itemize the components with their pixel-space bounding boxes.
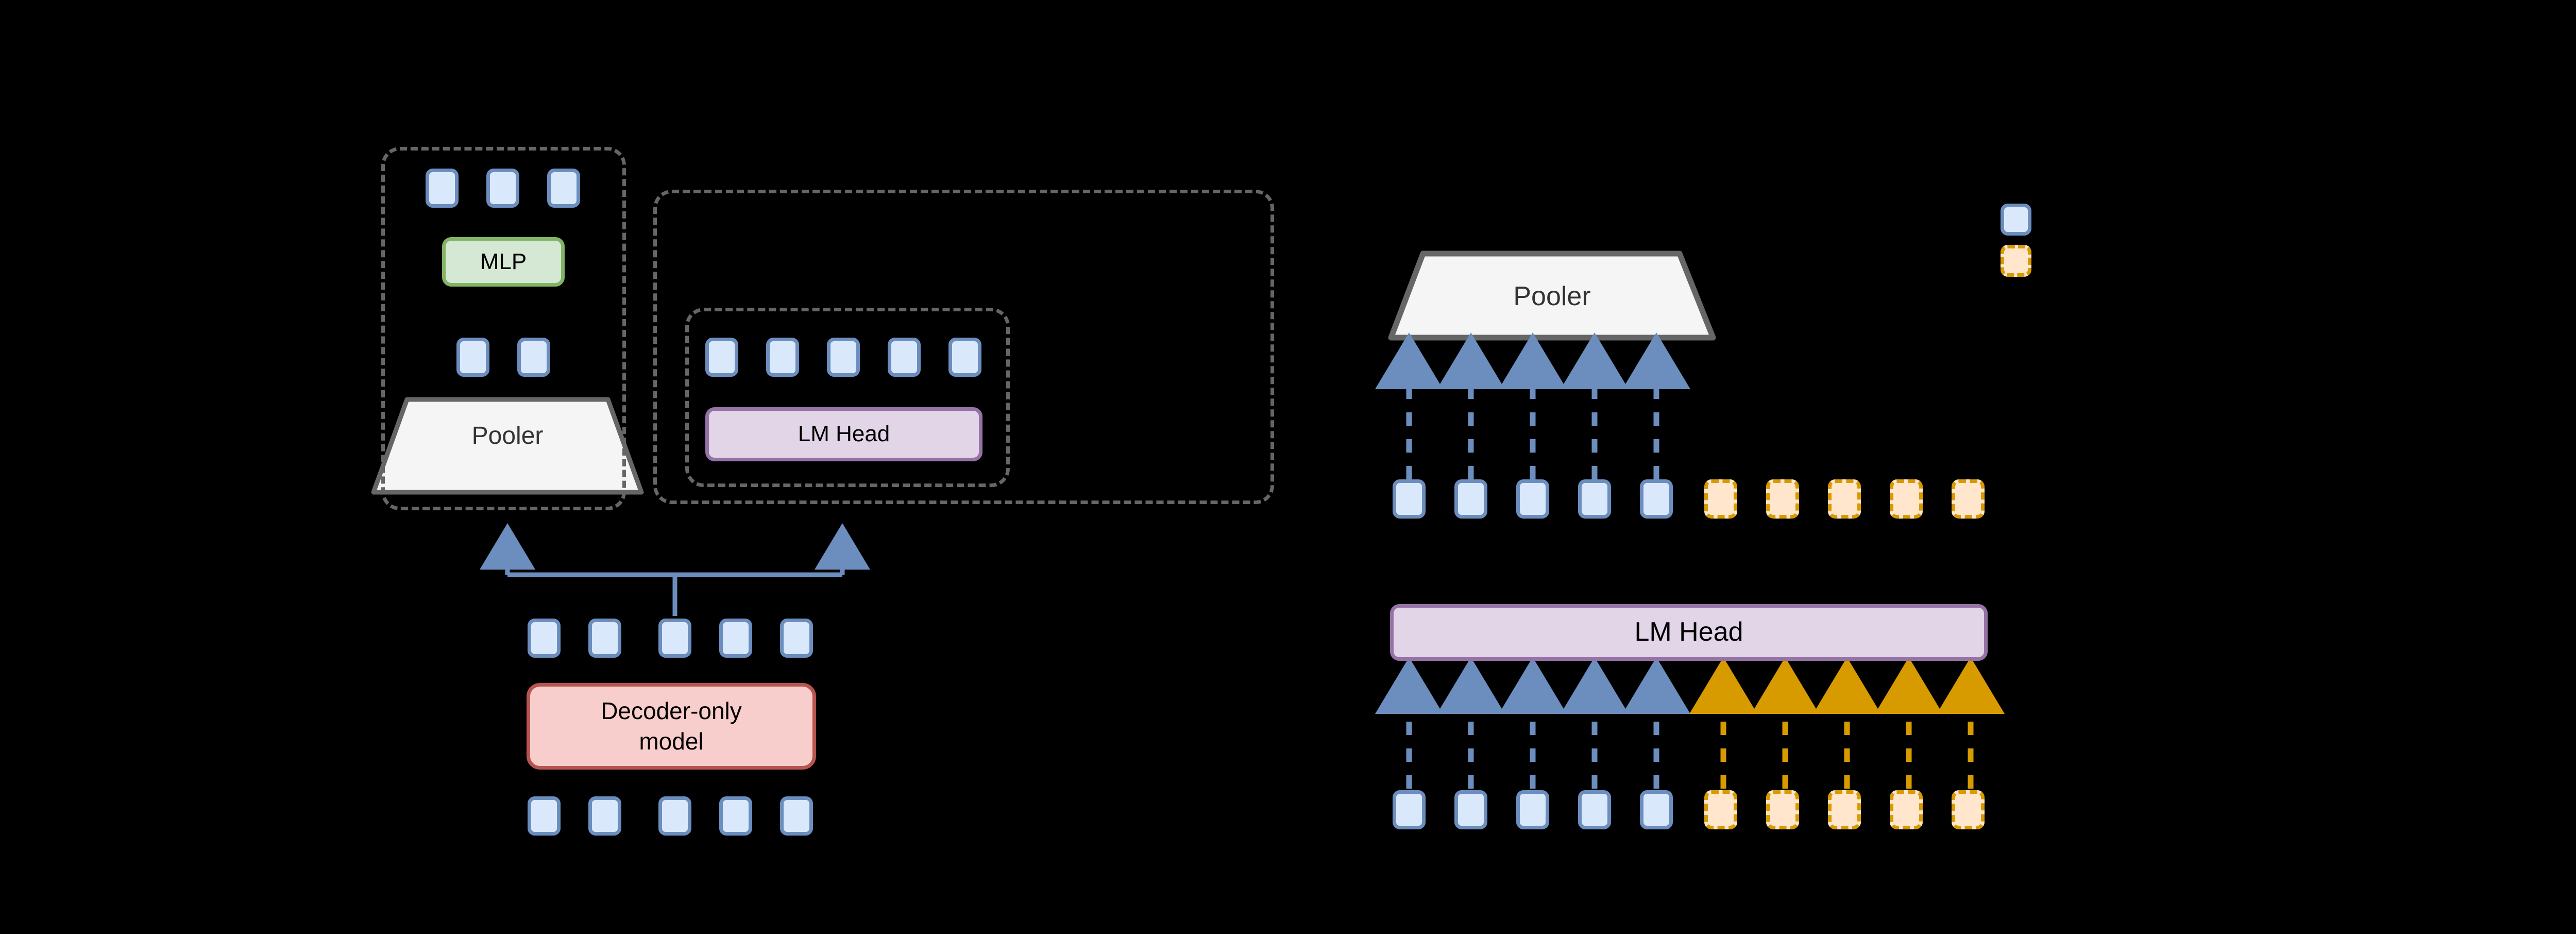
pooled-token xyxy=(517,338,550,377)
logit-token xyxy=(705,338,738,377)
decoder-only-model-block: Decoder-only model xyxy=(527,683,816,770)
lm-head-input-token-blue xyxy=(1454,790,1487,829)
lm-head-input-token-blue xyxy=(1516,790,1549,829)
input-token xyxy=(658,796,691,836)
hidden-state-token xyxy=(528,619,561,658)
pooler-input-token-blue xyxy=(1393,479,1426,519)
hidden-state-token xyxy=(588,619,621,658)
lm-head-input-token-orange xyxy=(1766,790,1799,829)
hidden-state-token xyxy=(719,619,752,658)
pooler-input-token-blue xyxy=(1640,479,1673,519)
decoder-label-line1: Decoder-only xyxy=(601,697,742,725)
logit-token xyxy=(827,338,860,377)
embedding-head-group xyxy=(381,147,626,510)
lm-head-block-left: LM Head xyxy=(705,407,982,461)
pooler-input-arrows xyxy=(1375,332,1690,479)
right-pooler-shape xyxy=(1388,251,1716,341)
right-pooler-label: Pooler xyxy=(1513,281,1591,311)
pooler-row-token-orange xyxy=(1766,479,1799,519)
lm-head-input-token-orange xyxy=(1704,790,1737,829)
input-token xyxy=(780,796,813,836)
token-type-legend xyxy=(1989,204,2092,307)
mlp-block: MLP xyxy=(442,237,565,287)
lm-head-input-token-orange xyxy=(1952,790,1985,829)
lm-head-blue-input-arrows xyxy=(1375,657,1690,789)
lm-head-orange-input-arrows xyxy=(1689,657,2005,789)
pooler-row-token-orange xyxy=(1890,479,1923,519)
generation-head-outer-group xyxy=(653,190,1274,504)
pooler-input-token-blue xyxy=(1578,479,1611,519)
pooler-input-token-blue xyxy=(1516,479,1549,519)
hidden-state-token xyxy=(658,619,691,658)
lm-head-input-token-orange xyxy=(1828,790,1861,829)
branch-split-connector xyxy=(480,523,870,616)
input-token xyxy=(588,796,621,836)
pooler-row-token-orange xyxy=(1828,479,1861,519)
lm-head-input-token-blue xyxy=(1640,790,1673,829)
lm-head-input-token-blue xyxy=(1578,790,1611,829)
lm-head-input-token-orange xyxy=(1890,790,1923,829)
hidden-state-token xyxy=(780,619,813,658)
legend-swatch-blue-token xyxy=(2001,204,2031,236)
pooler-row-token-orange xyxy=(1952,479,1985,519)
logit-token xyxy=(766,338,799,377)
decoder-label-line2: model xyxy=(639,728,704,755)
logit-token xyxy=(948,338,981,377)
pooler-input-token-blue xyxy=(1454,479,1487,519)
lm-head-block-right: LM Head xyxy=(1390,604,1988,661)
embedding-output-token xyxy=(486,169,519,208)
legend-swatch-orange-token xyxy=(2001,245,2031,277)
logit-token xyxy=(888,338,921,377)
pooled-token xyxy=(456,338,489,377)
lm-head-group xyxy=(685,308,1010,487)
input-token xyxy=(719,796,752,836)
lm-head-input-token-blue xyxy=(1393,790,1426,829)
input-token xyxy=(528,796,561,836)
embedding-output-token xyxy=(547,169,580,208)
embedding-output-token xyxy=(426,169,459,208)
pooler-row-token-orange xyxy=(1704,479,1737,519)
